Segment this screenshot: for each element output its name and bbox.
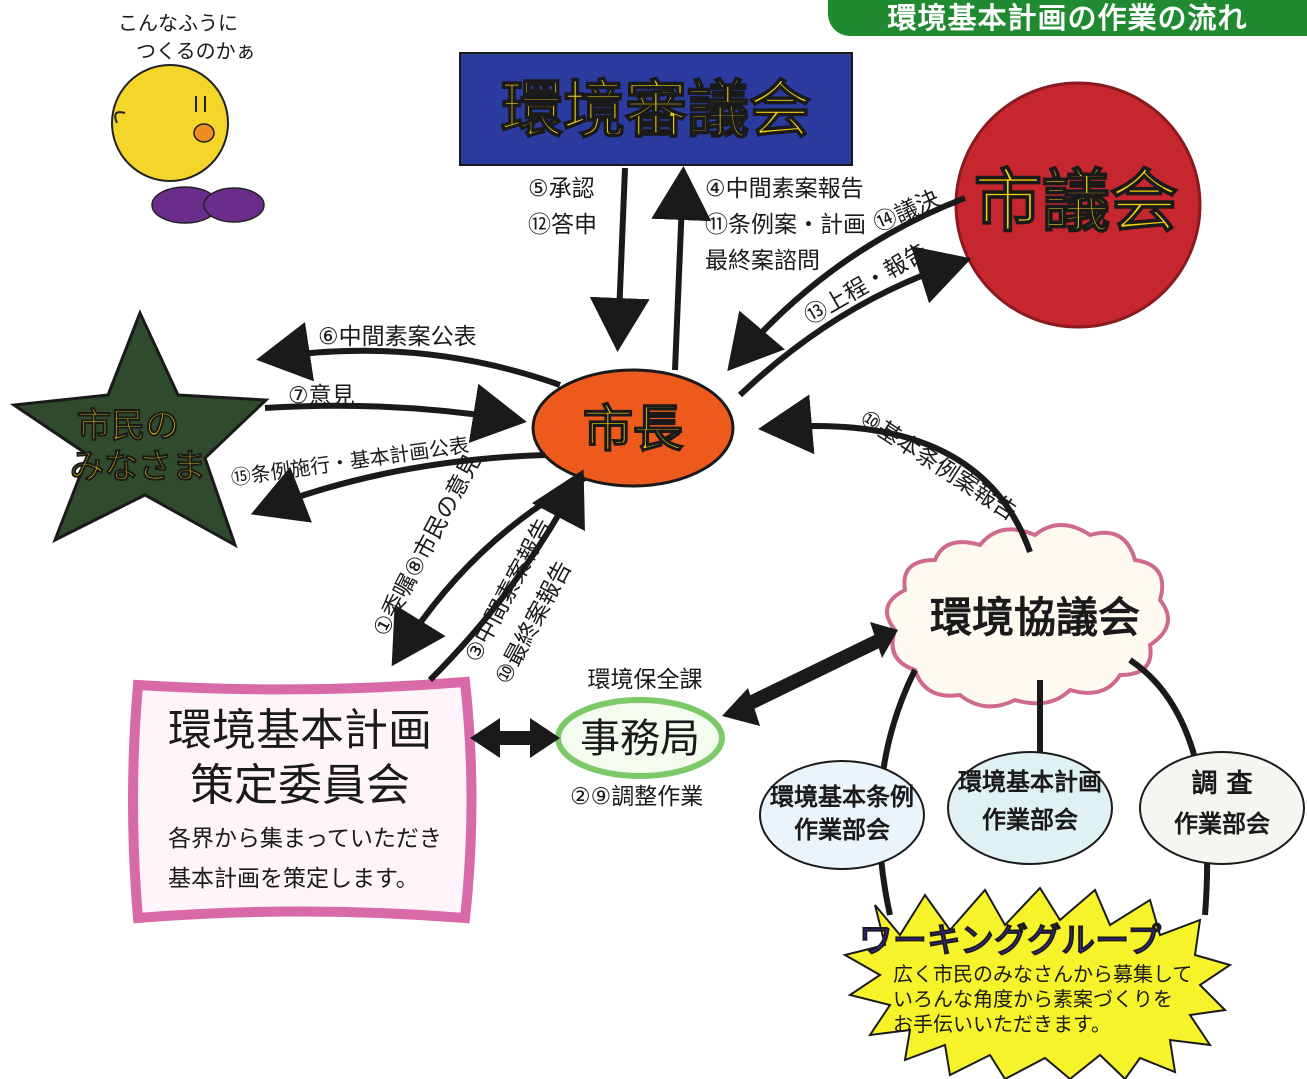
committee-title-line2: 策定委員会	[190, 760, 410, 811]
shingikai-node: 環境審議会	[459, 52, 853, 166]
shingikai-label: 環境審議会	[501, 73, 811, 146]
sub-keikaku-line2: 作業部会	[982, 806, 1078, 834]
mascot-beak	[193, 123, 215, 143]
office-task-label: ②⑨調整作業	[570, 784, 703, 810]
arrow-office-kyogikai	[736, 633, 884, 715]
arrow-mayor-to-shingikai	[651, 166, 712, 371]
office-node: 環境保全課 事務局 ②⑨調整作業	[555, 667, 725, 810]
gikai-node: 市議会	[954, 81, 1202, 329]
sub-keikaku-ellipse	[947, 751, 1113, 865]
sub-chosa-line2: 作業部会	[1174, 810, 1270, 838]
office-label: 事務局	[580, 716, 700, 762]
flow-label-shingikai-to-mayor-1: ⑤承認	[528, 176, 595, 202]
sub-jorei-line1: 環境基本条例	[770, 783, 914, 811]
shimin-star	[9, 309, 270, 549]
flow-label-mayor-to-shingikai-2: ⑪条例案・計画	[705, 212, 866, 238]
committee-node: 環境基本計画 策定委員会 各界から集まっていただき 基本計画を策定します。	[128, 676, 477, 924]
mascot-body	[111, 64, 229, 182]
working-group-desc-line3: お手伝いいただきます。	[893, 1012, 1111, 1036]
subcommittees: 環境基本条例 作業部会 環境基本計画 作業部会 調 査 作業部会	[759, 657, 1305, 916]
shimin-label-line2: みなさま	[70, 447, 206, 487]
committee-desc-line2: 基本計画を策定します。	[168, 866, 419, 892]
flow-label-mayor-to-shimin: ⑥中間素案公表	[318, 324, 477, 350]
flow-label-mayor-to-shingikai-3: 最終案諮問	[705, 248, 820, 274]
working-group-desc-line2: いろんな角度から素案づくりを	[893, 987, 1173, 1011]
kyogikai-label: 環境協議会	[930, 593, 1140, 642]
mascot: こんなふうに つくるのかぁ	[111, 11, 265, 224]
arrows	[250, 166, 1033, 758]
mascot-foot-right	[203, 187, 265, 223]
mayor-label: 市長	[583, 400, 684, 458]
mascot-speech-line1: こんなふうに	[118, 11, 238, 35]
sub-jorei-line2: 作業部会	[794, 816, 890, 844]
mascot-speech-line2: つくるのかぁ	[136, 39, 256, 63]
working-group-node: ワーキンググループ 広く市民のみなさんから募集して いろんな角度から素案づくりを…	[842, 886, 1233, 1079]
working-group-desc-line1: 広く市民のみなさんから募集して	[893, 962, 1192, 986]
mayor-node: 市長	[531, 368, 735, 488]
committee-title-line1: 環境基本計画	[168, 705, 432, 756]
flow-label-kyogikai-to-mayor: ⑩基本条例案報告	[855, 405, 1021, 526]
committee-box	[128, 676, 477, 924]
arrow-committee-to-mayor	[427, 469, 585, 683]
mayor-ellipse	[531, 368, 735, 488]
arrow-shingikai-to-mayor	[589, 167, 650, 352]
sub-keikaku-line1: 環境基本計画	[958, 768, 1102, 796]
flow-label-shimin-to-mayor: ⑦意見	[288, 383, 355, 409]
kyogikai-node: 環境協議会	[885, 523, 1170, 709]
shimin-node: 市民の みなさま	[9, 309, 270, 549]
arrow-mayor-to-gikai	[737, 246, 972, 398]
sub-jorei-ellipse	[759, 760, 925, 870]
flow-label-mayor-to-shingikai-1: ④中間素案報告	[705, 176, 864, 202]
flow-label-shingikai-to-mayor-2: ⑫答申	[528, 212, 597, 238]
arrow-gikai-to-mayor	[727, 195, 967, 372]
working-group-title: ワーキンググループ	[859, 921, 1161, 961]
shimin-label-line1: 市民の	[77, 406, 179, 446]
arrow-shimin-to-mayor	[264, 383, 527, 443]
arrow-mayor-to-shimin-final	[250, 452, 546, 523]
arrow-kyogikai-to-mayor	[758, 394, 1033, 553]
page-title: 環境基本計画の作業の流れ	[828, 0, 1307, 36]
sub-chosa-line1: 調 査	[1191, 768, 1252, 799]
gikai-label: 市議会	[974, 163, 1178, 242]
sub-chosa-ellipse	[1139, 751, 1305, 865]
flow-label-gikai-to-mayor: ⑭議決	[870, 186, 944, 238]
committee-desc-line1: 各界から集まっていただき	[168, 826, 442, 852]
working-group-burst	[842, 886, 1233, 1079]
office-dept-label: 環境保全課	[588, 667, 703, 693]
kyogikai-cloud	[885, 523, 1170, 709]
arrow-mayor-to-shimin	[256, 322, 562, 388]
mascot-eyes	[195, 96, 206, 112]
gikai-circle	[954, 81, 1202, 329]
shingikai-box	[459, 52, 853, 166]
